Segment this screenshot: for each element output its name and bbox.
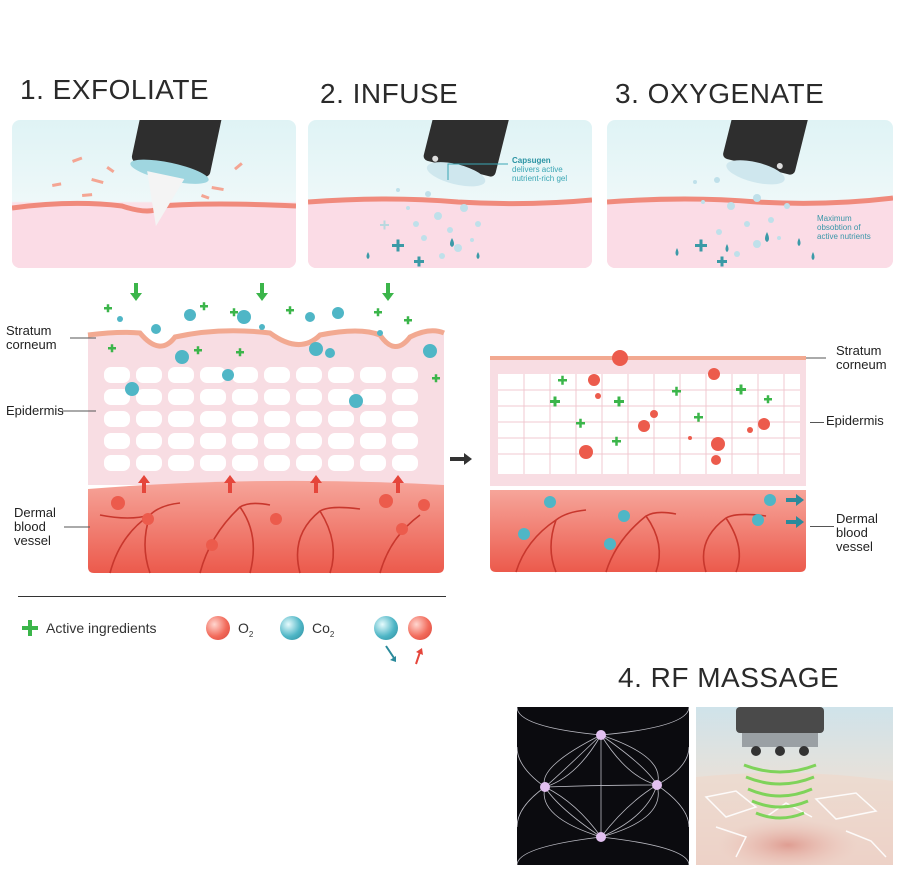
- left-dermal-label-1: Dermal: [14, 505, 56, 520]
- step-3-title: 3. OXYGENATE: [615, 78, 825, 109]
- co2-exchange-icon: [374, 616, 398, 640]
- legend-co2: Co: [312, 620, 330, 636]
- legend-divider: [18, 596, 446, 597]
- pluses-after: [550, 375, 772, 446]
- right-dermal-label-1: Dermal: [836, 511, 878, 526]
- left-stratum-label-2: corneum: [6, 337, 57, 352]
- plus-icon: [22, 620, 38, 636]
- right-epidermis-label: Epidermis: [826, 413, 884, 428]
- infuse-callout-line-1: delivers active: [512, 165, 563, 174]
- oxygenate-callout-line-1: Maximum: [817, 214, 852, 223]
- oxygenate-callout-line-2: obsobtion of: [817, 223, 861, 232]
- left-epidermis-label: Epidermis: [6, 403, 64, 418]
- oxygenate-illustration: [607, 120, 893, 268]
- rf-field-image: [517, 707, 689, 865]
- active-ingredient-pluses: [104, 302, 440, 383]
- step-2-title: 2. INFUSE: [320, 78, 459, 109]
- outflow-arrows: [786, 494, 804, 528]
- infuse-callout-line-2: nutrient-rich gel: [512, 174, 568, 183]
- right-stratum-label-2: corneum: [836, 357, 887, 372]
- exfoliate-illustration: [12, 120, 296, 268]
- legend-co2-sub: 2: [329, 629, 335, 639]
- co2-icon: [280, 616, 304, 640]
- o2-exchange-icon: [408, 616, 432, 640]
- legend-o2: O: [238, 620, 249, 636]
- right-stratum-label-1: Stratum: [836, 343, 882, 358]
- o2-bubbles-after: [579, 350, 770, 465]
- exchange-arrows-icon: [385, 645, 423, 665]
- step-1-title: 1. EXFOLIATE: [20, 74, 210, 105]
- exfoliate-panel: [12, 120, 296, 268]
- arrow-right-icon: [450, 453, 472, 465]
- legend-o2-sub: 2: [248, 629, 254, 639]
- rf-field-lines: [517, 707, 689, 865]
- rf-skin-image: [696, 707, 893, 865]
- infuse-panel: Capsugen delivers active nutrient-rich g…: [308, 120, 592, 268]
- down-arrows: [130, 283, 394, 301]
- left-dermal-label-3: vessel: [14, 533, 51, 548]
- legend-active-ingredients: Active ingredients: [46, 620, 157, 636]
- left-stratum-label-1: Stratum: [6, 323, 52, 338]
- o2-bubbles: [111, 494, 430, 551]
- left-dermal-label-2: blood: [14, 519, 46, 534]
- skin-diagram-after: [490, 350, 826, 573]
- co2-bubbles: [117, 307, 437, 408]
- oxygenate-callout-line-3: active nutrients: [817, 232, 871, 241]
- dermis-layer-after: [490, 490, 806, 572]
- rf-skin-illustration: [696, 707, 893, 865]
- right-dermal-label-3: vessel: [836, 539, 873, 554]
- skin-diagram-before: [62, 283, 445, 574]
- oxygenate-panel: Maximum obsobtion of active nutrients: [607, 120, 893, 268]
- up-arrows: [138, 475, 404, 493]
- right-dermal-label-2: blood: [836, 525, 868, 540]
- o2-icon: [206, 616, 230, 640]
- capsugen-label: Capsugen: [512, 156, 551, 165]
- epidermis-cells: [104, 367, 418, 471]
- step-4-title: 4. RF MASSAGE: [618, 662, 840, 693]
- co2-bubbles-after: [518, 494, 776, 550]
- dermis-layer: [88, 480, 444, 573]
- infuse-illustration: [308, 120, 592, 268]
